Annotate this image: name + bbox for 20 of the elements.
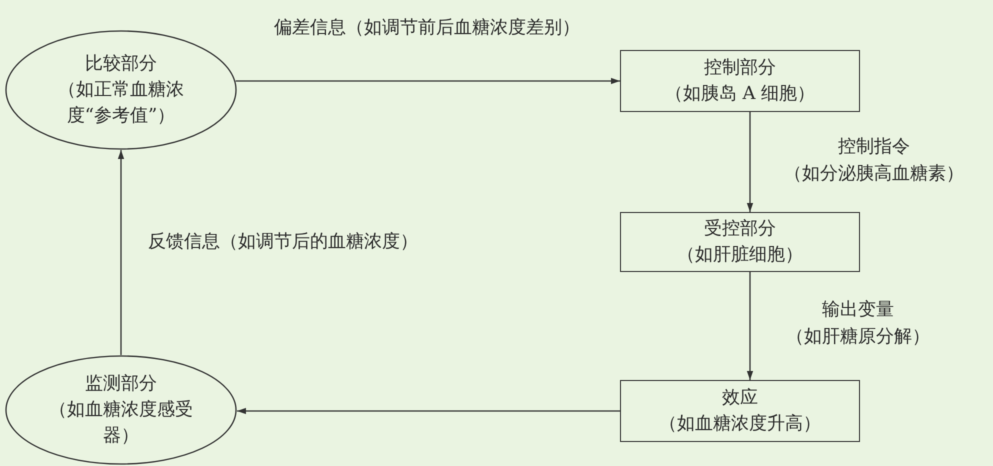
arrow: [236, 408, 620, 414]
arrow: [746, 272, 754, 380]
process-box: [620, 380, 860, 442]
node-text: （如血糖浓度升高）: [659, 412, 821, 436]
node-text: 受控部分: [704, 216, 776, 241]
node-text: 效应: [722, 386, 758, 410]
node-text: （如胰岛 A 细胞）: [664, 82, 816, 106]
node-text: 比较部分: [85, 52, 157, 76]
node-text: （如血糖浓度感受器）: [48, 398, 194, 448]
node-text: 监测部分: [85, 372, 157, 396]
node-text: （如正常血糖浓度“参考值”）: [57, 78, 185, 128]
process-box: [620, 50, 860, 112]
arrow: [118, 150, 124, 355]
node-text: （如肝脏细胞）: [677, 243, 803, 267]
process-ellipse: [5, 355, 237, 465]
process-ellipse: [5, 30, 237, 150]
node-text: 控制部分: [704, 56, 776, 80]
arrow: [746, 112, 754, 212]
process-box: [620, 212, 860, 272]
arrow: [236, 78, 620, 84]
